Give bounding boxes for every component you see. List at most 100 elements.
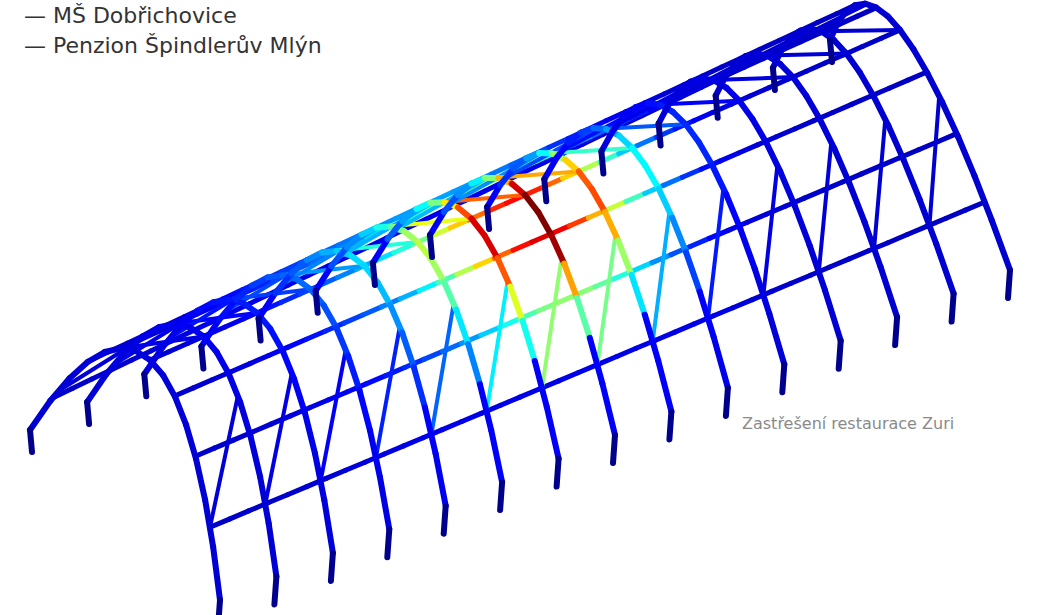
- purlin: [830, 259, 849, 267]
- brace: [763, 165, 777, 295]
- purlin: [253, 424, 272, 432]
- rib: [336, 328, 348, 356]
- rib: [359, 390, 370, 430]
- rib: [444, 281, 456, 309]
- column: [201, 346, 203, 368]
- rib: [315, 454, 324, 501]
- purlin: [863, 38, 882, 46]
- purlin: [733, 300, 752, 308]
- purlin: [581, 162, 600, 170]
- purlin: [288, 339, 307, 347]
- rib: [755, 269, 770, 314]
- purlin: [750, 88, 769, 96]
- purlin: [739, 145, 758, 153]
- rib: [373, 239, 388, 263]
- rib: [975, 176, 992, 221]
- brace: [673, 54, 759, 99]
- column: [716, 96, 718, 118]
- rib: [523, 321, 535, 361]
- purlin: [607, 202, 626, 210]
- purlin: [268, 495, 287, 503]
- brace: [785, 4, 867, 45]
- rib: [370, 430, 380, 476]
- figure-caption: Zastřešení restaurace Zuri: [742, 414, 954, 433]
- rib: [219, 300, 236, 320]
- rib: [331, 247, 346, 266]
- purlin: [231, 364, 250, 372]
- rib: [316, 266, 332, 291]
- rib: [498, 258, 511, 287]
- purlin: [656, 332, 675, 340]
- rib: [324, 500, 333, 553]
- rib: [726, 194, 740, 228]
- purlin: [404, 438, 423, 446]
- rib: [579, 171, 592, 188]
- rib: [659, 104, 669, 123]
- rib: [538, 212, 551, 235]
- rib: [716, 77, 725, 96]
- rib: [500, 169, 513, 185]
- purlin: [346, 462, 365, 470]
- purlin: [520, 389, 539, 397]
- column: [144, 374, 146, 396]
- brace: [210, 396, 238, 528]
- rib: [632, 275, 645, 315]
- rib: [544, 158, 556, 179]
- rib: [444, 195, 458, 212]
- purlin: [551, 226, 570, 234]
- purlin: [747, 214, 766, 222]
- rib: [380, 477, 389, 530]
- purlin: [225, 319, 244, 327]
- purlin: [833, 104, 852, 112]
- rib: [602, 384, 615, 435]
- rib: [217, 352, 229, 374]
- rib: [659, 189, 673, 218]
- column: [316, 291, 318, 313]
- brace: [170, 277, 271, 338]
- purlin: [946, 210, 965, 218]
- rib: [740, 229, 754, 269]
- rib: [69, 362, 87, 378]
- column: [331, 553, 333, 581]
- rib: [196, 459, 205, 500]
- purlin: [570, 218, 589, 226]
- purlin: [772, 283, 791, 291]
- rib: [175, 397, 186, 425]
- rib: [425, 407, 436, 453]
- rib: [766, 143, 780, 172]
- purlin: [338, 269, 357, 277]
- purlin: [310, 400, 329, 408]
- rib: [260, 477, 269, 524]
- purlin: [595, 279, 614, 287]
- brace: [819, 142, 832, 272]
- rib: [291, 260, 307, 274]
- purlin: [862, 166, 881, 174]
- purlin: [690, 238, 709, 246]
- rib: [564, 264, 577, 298]
- rib: [30, 401, 50, 430]
- column: [87, 402, 89, 424]
- rib: [658, 360, 671, 411]
- purlin: [462, 413, 481, 421]
- rib: [471, 219, 484, 236]
- rib: [795, 206, 810, 246]
- rib: [601, 131, 612, 151]
- column: [387, 529, 389, 557]
- rib: [645, 315, 658, 361]
- purlin: [384, 446, 403, 454]
- rib: [535, 361, 547, 407]
- rib: [50, 378, 69, 401]
- purlin: [664, 177, 683, 185]
- column: [830, 40, 832, 62]
- column: [1008, 270, 1010, 298]
- purlin: [326, 470, 345, 478]
- rib: [753, 119, 767, 143]
- rib: [551, 235, 564, 264]
- purlin: [965, 202, 984, 210]
- rib: [275, 274, 291, 294]
- column: [274, 576, 276, 604]
- purlin: [776, 129, 795, 137]
- brace: [376, 327, 400, 458]
- purlin: [288, 487, 307, 495]
- rib: [491, 430, 502, 482]
